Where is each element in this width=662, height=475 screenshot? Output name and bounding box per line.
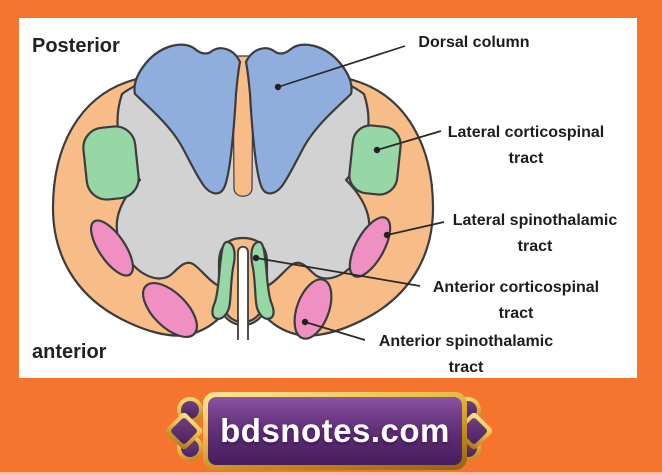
label-lateral-corticospinal-tract: Lateral corticospinal tract	[416, 120, 636, 172]
label-line: Anterior corticospinal	[432, 279, 600, 296]
label-line: Lateral corticospinal	[447, 124, 605, 141]
leader-line-lateral-spinothalamic	[386, 221, 445, 236]
site-banner: bdsnotes.com	[164, 390, 494, 472]
dorsal-column-right-region	[244, 43, 353, 195]
site-name-text: bdsnotes.com	[220, 412, 450, 449]
leader-line-lateral-corticospinal	[376, 130, 442, 151]
anterior-corticospinal-tract-right-region	[250, 240, 275, 320]
leader-dot-lateral-spinothalamic	[383, 231, 391, 239]
spinal-cord-diagram	[51, 43, 445, 342]
label-line: tract	[508, 150, 544, 167]
banner-plaque: bdsnotes.com	[203, 392, 467, 470]
label-line: Anterior spinothalamic	[378, 333, 554, 350]
label-line: Dorsal column	[418, 34, 530, 51]
posterior-median-septum	[232, 55, 254, 197]
label-dorsal-column: Dorsal column	[364, 30, 584, 56]
lateral-spinothalamic-tract-right-region	[348, 216, 392, 278]
leader-line-anterior-spinothalamic	[304, 321, 366, 341]
label-anterior-spinothalamic-tract: Anterior spinothalamic tract	[356, 329, 576, 381]
label-line: tract	[517, 238, 553, 255]
anterior-spinothalamic-tract-left-region	[142, 282, 198, 338]
orientation-label-anterior: anterior	[32, 341, 107, 363]
orientation-label-posterior: Posterior	[32, 35, 120, 57]
banner-ornament-diamond-inner	[169, 416, 199, 446]
anterior-median-fissure	[238, 246, 248, 342]
bottom-edge-strip	[0, 472, 662, 475]
banner-plaque-inner: bdsnotes.com	[208, 397, 462, 465]
leader-line-dorsal-column	[277, 45, 406, 88]
leader-line-anterior-corticospinal	[255, 257, 421, 287]
label-line: Lateral spinothalamic	[452, 212, 618, 229]
leader-dot-anterior-spinothalamic	[301, 318, 309, 326]
label-lateral-spinothalamic-tract: Lateral spinothalamic tract	[425, 208, 645, 260]
anterior-median-fissure-outline	[237, 245, 249, 340]
leader-dot-dorsal-column	[274, 83, 282, 91]
leader-dot-lateral-corticospinal	[373, 146, 381, 154]
dorsal-column-left-region	[133, 43, 242, 195]
label-anterior-corticospinal-tract: Anterior corticospinal tract	[406, 275, 626, 327]
anterior-corticospinal-tract-left-region	[211, 240, 236, 320]
lateral-spinothalamic-tract-left-region	[90, 219, 134, 277]
leader-dot-anterior-corticospinal	[252, 254, 260, 262]
label-line: tract	[498, 305, 534, 322]
lateral-corticospinal-tract-right-region	[348, 124, 402, 196]
label-line: tract	[448, 359, 484, 376]
lateral-corticospinal-tract-left-region	[82, 125, 140, 201]
